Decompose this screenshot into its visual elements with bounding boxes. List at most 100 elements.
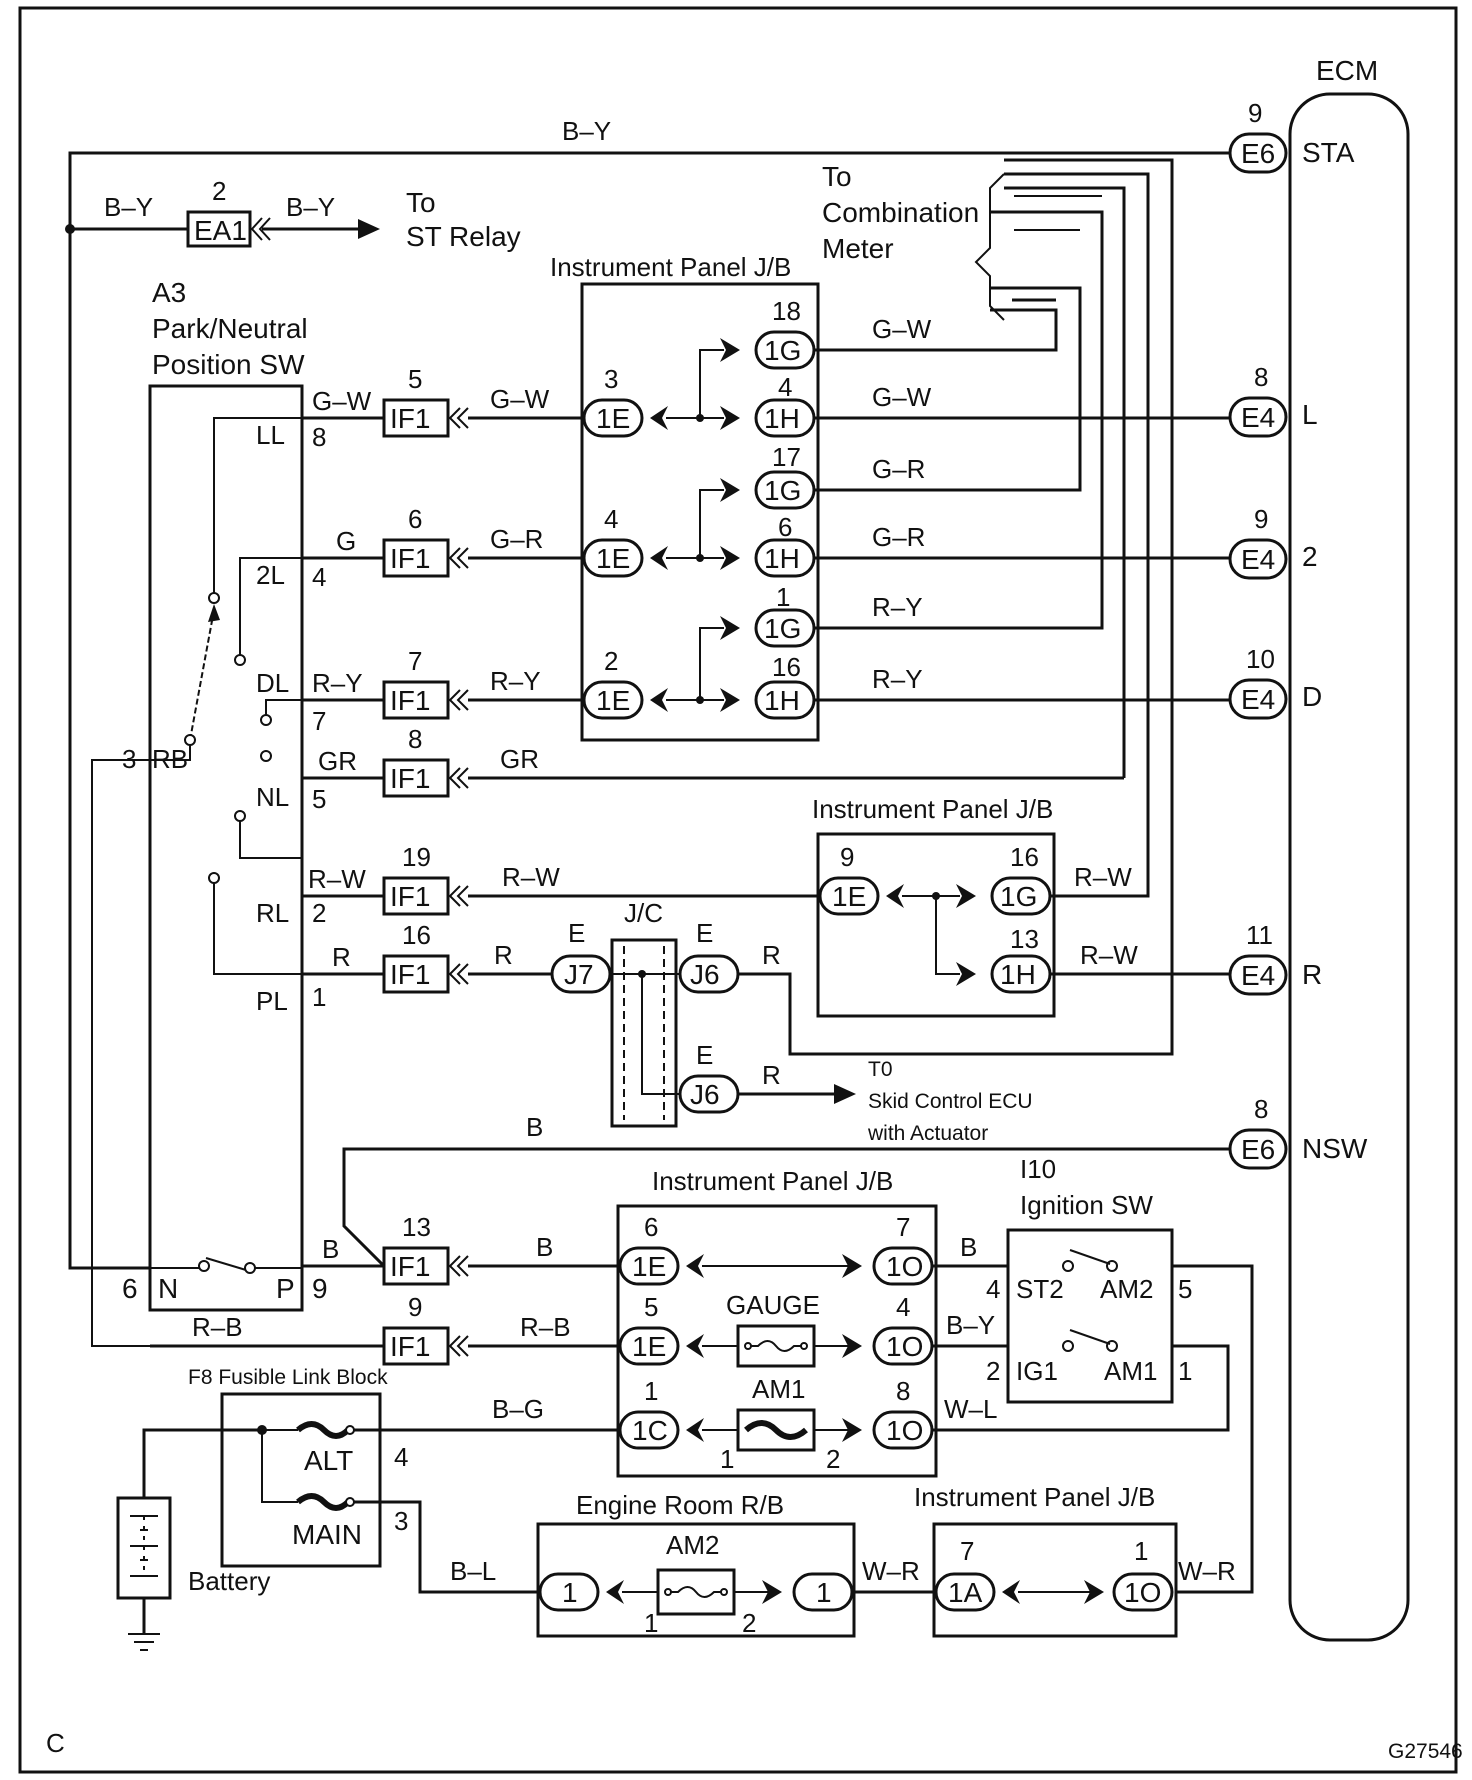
ipjb-1-title: Instrument Panel J/B xyxy=(550,252,791,282)
svg-text:NL: NL xyxy=(256,782,289,812)
ipjb-1-box xyxy=(580,282,820,742)
svg-text:1E: 1E xyxy=(832,881,866,912)
svg-text:1O: 1O xyxy=(886,1331,923,1362)
svg-text:G–R: G–R xyxy=(872,522,925,552)
ign-l1: I10 xyxy=(1020,1154,1056,1184)
am1-fuse-label: AM1 xyxy=(752,1374,805,1404)
svg-text:GR: GR xyxy=(318,746,357,776)
ipjb-2-title: Instrument Panel J/B xyxy=(812,794,1053,824)
svg-text:1: 1 xyxy=(816,1577,832,1608)
ipjb-3-box xyxy=(616,1204,938,1478)
svg-text:IF1: IF1 xyxy=(390,543,430,574)
svg-text:2L: 2L xyxy=(256,560,285,590)
svg-text:2: 2 xyxy=(212,176,226,206)
to-st-relay-l1: To xyxy=(406,187,436,218)
svg-text:13: 13 xyxy=(1010,924,1039,954)
svg-text:IF1: IF1 xyxy=(390,881,430,912)
svg-text:B–Y: B–Y xyxy=(946,1310,995,1340)
svg-text:2: 2 xyxy=(986,1356,1000,1386)
svg-text:R–W: R–W xyxy=(502,862,560,892)
svg-text:1: 1 xyxy=(1134,1536,1148,1566)
svg-text:G–R: G–R xyxy=(490,524,543,554)
svg-text:W–R: W–R xyxy=(862,1556,920,1586)
svg-text:9: 9 xyxy=(840,842,854,872)
svg-text:1: 1 xyxy=(1178,1356,1192,1386)
svg-text:B: B xyxy=(960,1232,977,1262)
svg-text:17: 17 xyxy=(772,442,801,472)
svg-text:16: 16 xyxy=(402,920,431,950)
engine-room-internals: 1 AM2 1 2 1 xyxy=(538,1530,854,1638)
svg-text:R: R xyxy=(762,1060,781,1090)
ipjb-2-contents: 1E 9 1G 16 1H 13 xyxy=(818,842,1052,994)
ecm-pin-l: L xyxy=(1302,399,1318,430)
svg-text:R–Y: R–Y xyxy=(490,666,541,696)
svg-text:6: 6 xyxy=(778,512,792,542)
ecm-pin-d: D xyxy=(1302,681,1322,712)
svg-text:7: 7 xyxy=(960,1536,974,1566)
svg-text:R: R xyxy=(494,940,513,970)
svg-text:1G: 1G xyxy=(764,475,801,506)
svg-text:J7: J7 xyxy=(564,959,594,990)
ecm-pin-sta: STA xyxy=(1302,137,1355,168)
svg-text:6: 6 xyxy=(122,1273,138,1304)
svg-text:1G: 1G xyxy=(1000,881,1037,912)
ignition-internals: ST2 AM2 IG1 AM1 xyxy=(1016,1249,1157,1386)
svg-text:4: 4 xyxy=(778,372,792,402)
ipjb-3-title: Instrument Panel J/B xyxy=(652,1166,893,1196)
svg-text:7: 7 xyxy=(312,706,326,736)
svg-text:8: 8 xyxy=(896,1376,910,1406)
svg-text:9: 9 xyxy=(408,1292,422,1322)
svg-text:R–Y: R–Y xyxy=(872,664,923,694)
svg-text:1E: 1E xyxy=(596,403,630,434)
svg-text:G–W: G–W xyxy=(490,384,550,414)
svg-text:R–B: R–B xyxy=(520,1312,571,1342)
svg-text:4: 4 xyxy=(896,1292,910,1322)
svg-text:R–Y: R–Y xyxy=(872,592,923,622)
fusible-internals: ALT MAIN xyxy=(257,1421,362,1550)
svg-text:R–B: R–B xyxy=(192,1312,243,1342)
svg-text:IF1: IF1 xyxy=(390,1331,430,1362)
e4-r-pin: 11 xyxy=(1246,920,1273,950)
svg-text:R–W: R–W xyxy=(1080,940,1138,970)
ig1-label: IG1 xyxy=(1016,1356,1058,1386)
svg-text:1E: 1E xyxy=(632,1331,666,1362)
svg-text:1O: 1O xyxy=(1124,1577,1161,1608)
svg-text:4: 4 xyxy=(986,1274,1000,1304)
svg-text:16: 16 xyxy=(1010,842,1039,872)
svg-text:4: 4 xyxy=(394,1442,408,1472)
svg-text:6: 6 xyxy=(644,1212,658,1242)
svg-text:B–Y: B–Y xyxy=(562,116,611,146)
svg-text:1H: 1H xyxy=(1000,959,1036,990)
svg-text:1H: 1H xyxy=(764,685,800,716)
am1-sw-label: AM1 xyxy=(1104,1356,1157,1386)
svg-text:B–G: B–G xyxy=(492,1394,544,1424)
jc-pin-letter-1: E xyxy=(568,918,585,948)
svg-text:N: N xyxy=(158,1273,178,1304)
svg-text:1E: 1E xyxy=(596,543,630,574)
ecm-body xyxy=(1288,92,1410,1642)
ipjb-4-internals: 1A 7 1O 1 xyxy=(934,1536,1174,1612)
svg-text:2: 2 xyxy=(826,1444,840,1474)
svg-text:2: 2 xyxy=(312,898,326,928)
svg-text:5: 5 xyxy=(312,784,326,814)
svg-text:8: 8 xyxy=(408,724,422,754)
diagram-code: G27546 xyxy=(1388,1740,1463,1763)
svg-text:19: 19 xyxy=(402,842,431,872)
e6-nsw-pin: 8 xyxy=(1254,1094,1268,1124)
to-combo-l1: To xyxy=(822,161,852,192)
svg-text:1G: 1G xyxy=(764,613,801,644)
e4-l-label: E4 xyxy=(1241,402,1275,433)
svg-text:B–Y: B–Y xyxy=(104,192,153,222)
svg-text:G–W: G–W xyxy=(312,386,372,416)
fusible-title: F8 Fusible Link Block xyxy=(188,1366,388,1389)
svg-text:1A: 1A xyxy=(948,1577,983,1608)
to-st-relay-l2: ST Relay xyxy=(406,221,521,252)
alt-label: ALT xyxy=(304,1445,353,1476)
ecm-pin-r: R xyxy=(1302,959,1322,990)
to-combo-l3: Meter xyxy=(822,233,894,264)
svg-text:G–W: G–W xyxy=(872,382,932,412)
ecm-pin-nsw: NSW xyxy=(1302,1133,1368,1164)
